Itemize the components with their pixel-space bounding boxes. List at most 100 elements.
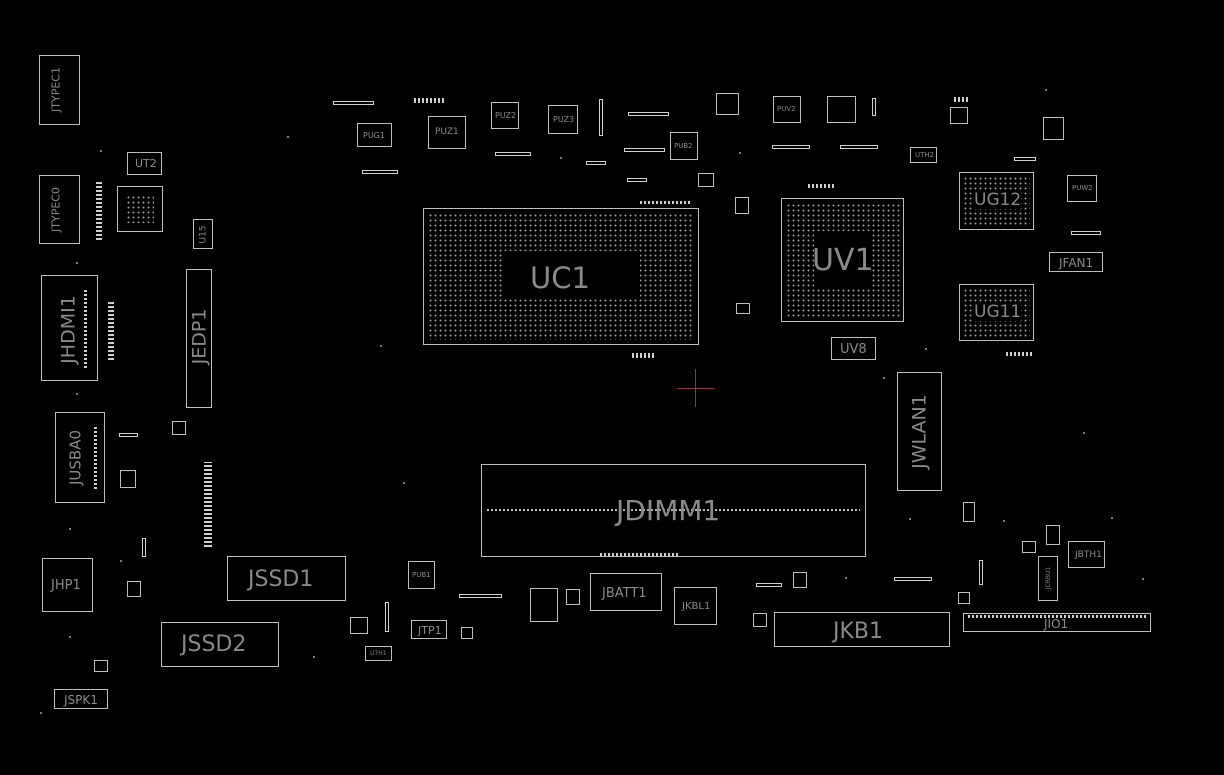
pug1-regulator[interactable]: PUG1 xyxy=(357,123,392,147)
pug1-label: PUG1 xyxy=(363,131,385,140)
small-part-11 xyxy=(1046,525,1060,545)
uth2-chip[interactable]: UTH2 xyxy=(910,147,937,163)
puv-regulator-2[interactable] xyxy=(827,96,856,123)
via-3 xyxy=(380,345,382,347)
via-20 xyxy=(560,157,562,159)
jedp1-label: JEDP1 xyxy=(188,308,211,365)
uc1-cpu[interactable]: UC1 xyxy=(423,208,699,345)
jwlan1-label: JWLAN1 xyxy=(908,394,931,469)
puz2-regulator[interactable]: PUZ2 xyxy=(491,102,519,129)
jio1-label: JIO1 xyxy=(1044,617,1069,631)
pad-strip-12 xyxy=(459,594,502,598)
jkb1-label: JKB1 xyxy=(833,619,884,644)
puz3-regulator[interactable]: PUZ3 xyxy=(548,105,578,134)
jssd2-connector[interactable]: JSSD2 xyxy=(161,622,279,667)
ut2-chip[interactable]: UT2 xyxy=(127,152,162,175)
jusba0-connector[interactable]: JUSBA0 xyxy=(55,412,105,503)
crosshair-marker xyxy=(677,388,715,389)
puz2-label: PUZ2 xyxy=(495,111,517,120)
ug12-memory[interactable]: UG12 xyxy=(959,172,1034,230)
jbth1-label: JBTH1 xyxy=(1075,550,1102,560)
jwlan1-connector[interactable]: JWLAN1 xyxy=(897,372,942,491)
uv8-chip[interactable]: UV8 xyxy=(831,337,876,360)
jbatt1-connector[interactable]: JBATT1 xyxy=(590,573,662,611)
jhdmi1-label: JHDMI1 xyxy=(57,295,80,364)
ut2-package[interactable] xyxy=(117,186,163,232)
via-17 xyxy=(909,518,911,520)
puz1-regulator[interactable]: PUZ1 xyxy=(428,116,466,149)
pad-strip-15 xyxy=(1071,231,1101,235)
jcrbu1-connector[interactable]: JCRBU1 xyxy=(1038,556,1058,601)
pad-strip-7 xyxy=(362,170,398,174)
jkb1-connector[interactable]: JKB1 xyxy=(774,612,950,647)
pub2-regulator[interactable]: PUB2 xyxy=(670,132,698,160)
puv2-regulator[interactable]: PUV2 xyxy=(773,96,801,123)
jhdmi1-connector[interactable]: JHDMI1 xyxy=(41,275,98,381)
pub1-regulator[interactable]: PUB1 xyxy=(408,561,435,589)
jfan1-connector[interactable]: JFAN1 xyxy=(1049,252,1103,272)
jtypec1-connector[interactable]: JTYPEC1 xyxy=(39,55,80,125)
small-part-17 xyxy=(963,502,975,522)
jedp1-connector[interactable]: JEDP1 xyxy=(186,269,212,408)
jssd1-label: JSSD1 xyxy=(248,567,314,592)
uv1-label: UV1 xyxy=(812,243,874,278)
small-part-6 xyxy=(736,303,750,314)
puw2-regulator[interactable]: PUW2 xyxy=(1067,175,1097,202)
uv1-die xyxy=(814,231,872,289)
jkbl1-connector[interactable]: JKBL1 xyxy=(674,587,717,625)
pad-strip-10 xyxy=(840,145,878,149)
via-15 xyxy=(883,377,885,379)
jssd1-connector[interactable]: JSSD1 xyxy=(227,556,346,601)
jfan1-label: JFAN1 xyxy=(1059,256,1094,270)
jio1-connector[interactable]: JIO1 xyxy=(963,613,1151,632)
jcrbu1-label: JCRBU1 xyxy=(1045,566,1052,590)
pad-strip-20 xyxy=(1014,157,1036,161)
via-8 xyxy=(40,712,42,714)
jedp1-side-pins xyxy=(204,462,212,547)
small-part-5 xyxy=(735,197,749,214)
small-part-12 xyxy=(1022,541,1036,553)
via-9 xyxy=(313,656,315,658)
ug12-label: UG12 xyxy=(974,190,1022,210)
pad-strip-8 xyxy=(599,99,603,136)
uc1-top-pads xyxy=(640,201,690,204)
jbth1-connector[interactable]: JBTH1 xyxy=(1068,541,1105,568)
via-2 xyxy=(76,262,78,264)
pad-strip-16 xyxy=(872,98,876,116)
pad-strip-18 xyxy=(385,602,389,632)
pul-regulator[interactable] xyxy=(716,93,739,115)
jhdmi1-side-pads xyxy=(108,300,114,360)
jtypec0-label: JTYPEC0 xyxy=(49,187,63,232)
pad-strip-19 xyxy=(979,560,983,585)
via-10 xyxy=(739,152,741,154)
jspk1-connector[interactable]: JSPK1 xyxy=(54,689,108,709)
ug11-memory[interactable]: UG11 xyxy=(959,284,1034,341)
jdimm1-connector[interactable]: JDIMM1 xyxy=(481,464,866,557)
small-part-14 xyxy=(127,581,141,597)
usb-small-part xyxy=(530,588,558,622)
via-12 xyxy=(1083,432,1085,434)
ut2-side-pads xyxy=(96,180,102,240)
jssd2-label: JSSD2 xyxy=(181,632,247,657)
u15-chip[interactable]: U15 xyxy=(193,219,213,249)
jtypec0-connector[interactable]: JTYPEC0 xyxy=(39,175,80,244)
small-part-9 xyxy=(753,613,767,627)
via-13 xyxy=(1111,517,1113,519)
small-part-16 xyxy=(698,173,714,187)
jusba0-pins xyxy=(94,427,97,489)
jhp1-connector[interactable]: JHP1 xyxy=(42,558,93,612)
uv1-gpu[interactable]: UV1 xyxy=(781,198,904,322)
small-part-7 xyxy=(1043,117,1064,140)
puz3-label: PUZ3 xyxy=(553,115,575,124)
uc1-label: UC1 xyxy=(530,261,590,295)
via-1 xyxy=(287,136,289,138)
puw2-label: PUW2 xyxy=(1072,184,1093,192)
ug11-label: UG11 xyxy=(974,302,1022,322)
via-7 xyxy=(69,636,71,638)
uv1-top-pads xyxy=(808,184,836,188)
jtp1-connector[interactable]: JTP1 xyxy=(411,620,447,639)
via-6 xyxy=(69,528,71,530)
pad-strip-5 xyxy=(586,161,606,165)
u7h1-chip[interactable]: U7H1 xyxy=(365,646,392,661)
